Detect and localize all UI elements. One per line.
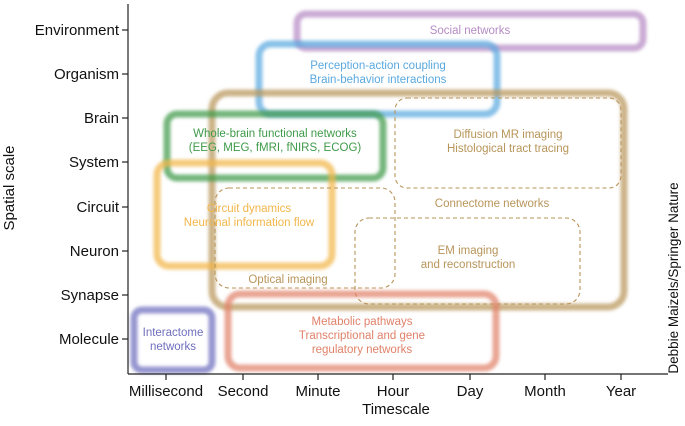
ticks-layer: EnvironmentOrganismBrainSystemCircuitNeu… — [35, 22, 636, 400]
region-perception-action-label: Perception-action coupling — [310, 60, 446, 72]
region-interactome-box — [130, 306, 216, 374]
region-optical-imaging-box — [214, 187, 396, 289]
region-optical-imaging: Optical imaging — [214, 187, 396, 289]
y-tick-label: Environment — [35, 22, 120, 39]
region-metabolic-box — [224, 290, 500, 372]
region-diffusion-mr-label: Histological tract tracing — [447, 143, 569, 155]
region-whole-brain: Whole-brain functional networks (EEG, MEG… — [163, 110, 387, 182]
region-metabolic-label: Metabolic pathways — [312, 316, 413, 328]
x-axis-title: Timescale — [362, 401, 430, 418]
region-perception-action: Perception-action couplingBrain-behavior… — [255, 40, 501, 118]
region-metabolic-label: Transcriptional and gene — [299, 330, 425, 342]
x-tick-label: Month — [524, 383, 566, 400]
y-tick-label: Synapse — [61, 287, 119, 304]
region-em-imaging-box — [354, 217, 581, 305]
region-em-imaging-label: EM imaging — [438, 245, 499, 257]
region-metabolic-label: regulatory networks — [312, 344, 413, 356]
y-axis-title: Spatial scale — [1, 145, 18, 230]
region-social-networks: Social networks — [293, 10, 647, 52]
axes — [127, 4, 668, 375]
y-tick-label: System — [69, 154, 119, 171]
region-em-imaging: EM imaging and reconstruction — [354, 217, 581, 305]
y-tick-label: Organism — [54, 66, 119, 83]
region-interactome: Interactome networks — [130, 306, 216, 374]
region-perception-action-label: Brain-behavior interactions — [310, 74, 447, 86]
y-tick-label: Brain — [84, 110, 119, 127]
region-whole-brain-box — [163, 110, 387, 182]
region-interactome-label: networks — [150, 341, 196, 353]
y-tick-label: Molecule — [59, 331, 119, 348]
region-diffusion-mr-box — [394, 97, 622, 189]
region-social-networks-label: Social networks — [430, 25, 511, 37]
region-social-networks-box — [293, 10, 647, 52]
region-interactome-label: Interactome — [143, 327, 204, 339]
region-em-imaging-label: and reconstruction — [421, 259, 516, 271]
x-tick-label: Second — [218, 383, 269, 400]
region-circuit-dynamics-box — [153, 159, 336, 270]
x-tick-label: Day — [457, 383, 484, 400]
x-tick-label: Year — [606, 383, 636, 400]
y-tick-label: Neuron — [70, 243, 119, 260]
region-whole-brain-label: Whole-brain functional networks — [193, 128, 357, 140]
credit-text: Debbie Maizels/Springer Nature — [666, 182, 681, 373]
region-connectome-label: Connectome networks — [435, 198, 550, 210]
region-circuit-dynamics-label: Circuit dynamics — [207, 203, 292, 215]
x-tick-label: Hour — [377, 383, 410, 400]
region-connectome: Connectome networks — [208, 89, 628, 311]
region-diffusion-mr-label: Diffusion MR imaging — [453, 129, 562, 141]
y-tick-label: Circuit — [76, 199, 119, 216]
region-whole-brain-label: (EEG, MEG, fMRI, fNIRS, ECOG) — [189, 142, 362, 154]
region-connectome-box — [208, 89, 628, 311]
region-optical-imaging-label: Optical imaging — [248, 274, 327, 286]
x-tick-label: Minute — [295, 383, 340, 400]
region-circuit-dynamics-label: Neuronal information flow — [184, 217, 315, 229]
x-tick-label: Millisecond — [129, 383, 203, 400]
